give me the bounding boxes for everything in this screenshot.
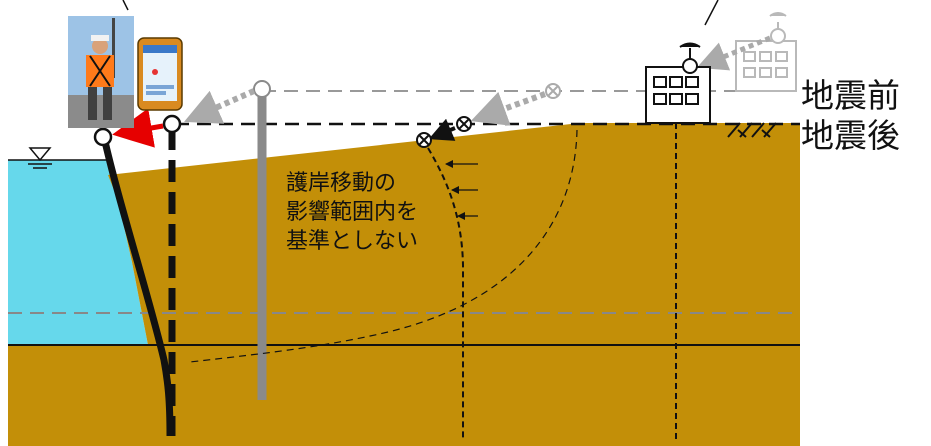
- surveyor-callout-line: [122, 0, 129, 11]
- survey-marker-before: [545, 83, 561, 99]
- antenna-displacement-arrow: [696, 35, 771, 71]
- note-line-1: 護岸移動の: [286, 171, 396, 196]
- seawall-top-after-marker: [93, 127, 113, 147]
- note-line-2: 影響範囲内を: [286, 200, 418, 225]
- label-before-quake: 地震前: [801, 76, 900, 115]
- survey-marker-influenced: [416, 132, 432, 148]
- reference-pole-top-marker: [253, 80, 271, 98]
- building-callout-line: [704, 0, 719, 26]
- influence-zone-boundary: [189, 129, 578, 363]
- building-with-gnss-antenna-before: [735, 12, 797, 92]
- surveyor: [68, 16, 134, 128]
- influenced-pile-curve: [427, 147, 464, 440]
- note-line-3: 基準としない: [286, 229, 418, 254]
- seawall-top-before-marker: [162, 114, 182, 134]
- soil-lower-layer: [8, 345, 800, 446]
- influenced-marker-arrow: [428, 118, 456, 141]
- soil-upper-layer: [108, 123, 800, 345]
- water-body: [8, 160, 148, 345]
- marker-displacement-arrow: [470, 91, 547, 126]
- label-after-quake: 地震後: [801, 116, 900, 155]
- seawall-after-displaced: [100, 136, 174, 437]
- gnss-smartphone: [137, 37, 183, 111]
- survey-marker-after: [456, 116, 472, 132]
- seawall-displacement-arrow: [112, 108, 164, 148]
- ground-hatch-icon: [727, 122, 777, 138]
- building-with-gnss-antenna-after: [645, 42, 711, 124]
- water-level-triangle-icon: [28, 147, 52, 169]
- gnss-signal-arrow-to-phone: [184, 88, 256, 124]
